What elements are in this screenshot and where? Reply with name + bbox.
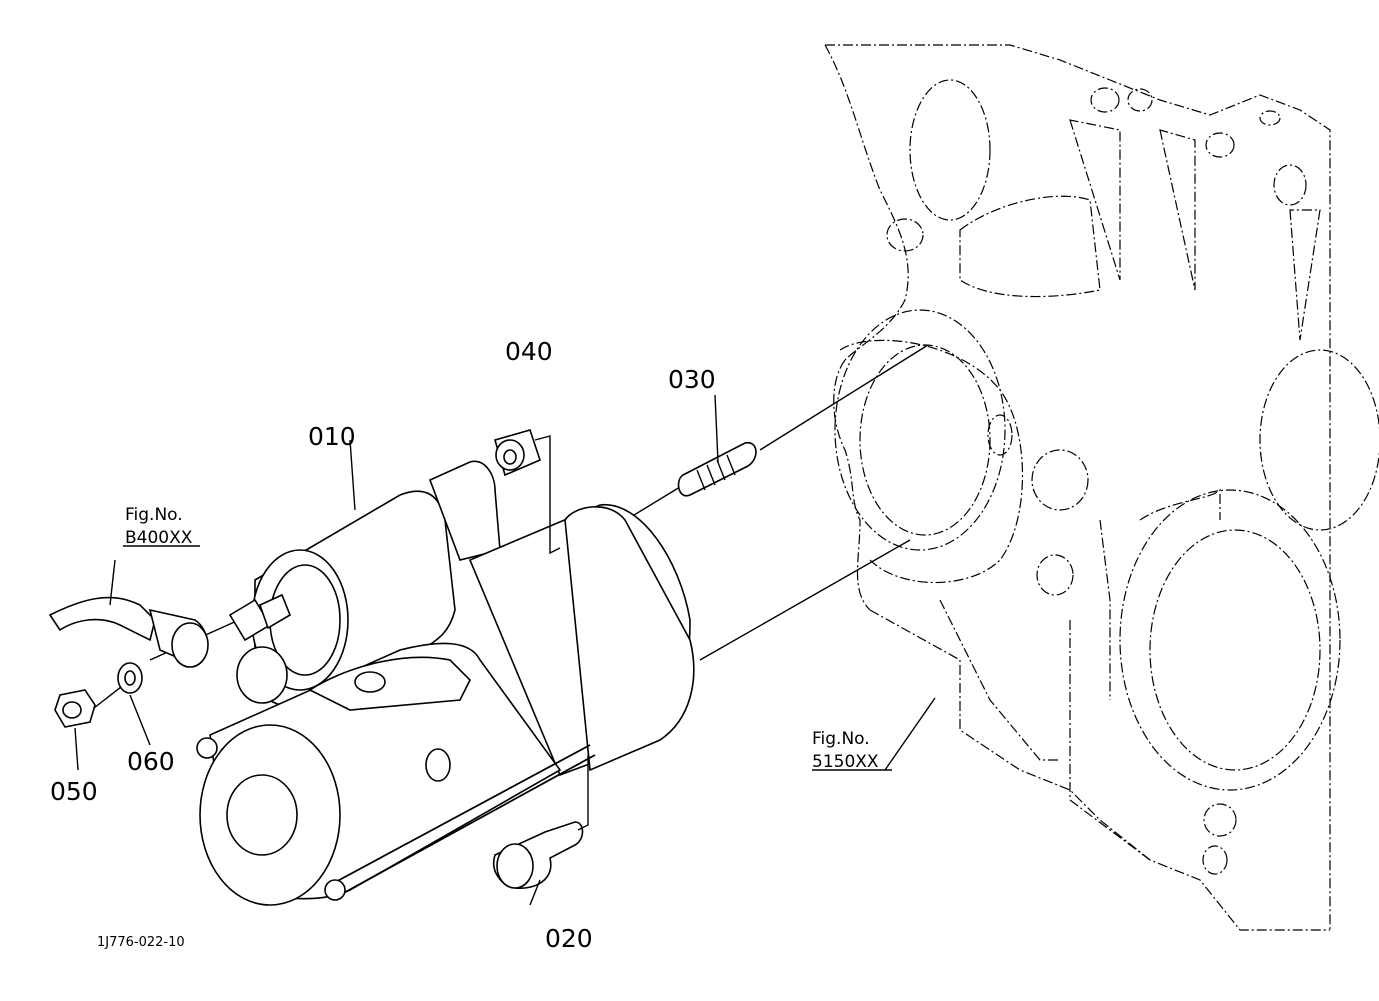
ref-5150-line2: 5150XX xyxy=(812,752,879,772)
part-label-050: 050 xyxy=(50,777,98,806)
bushing-040 xyxy=(494,429,561,555)
bolt-020 xyxy=(493,755,589,906)
nut-050 xyxy=(54,689,96,771)
engine-block-outline xyxy=(824,44,1379,931)
drawing-number: 1J776-022-10 xyxy=(97,935,185,950)
part-label-010: 010 xyxy=(308,422,356,451)
stud-030 xyxy=(677,394,757,497)
washer-060 xyxy=(117,662,151,746)
reference-leaders xyxy=(123,545,936,771)
alignment-lines xyxy=(84,344,929,716)
battery-cable xyxy=(48,559,209,668)
starter-motor xyxy=(196,439,695,906)
ref-5150-line1: Fig.No. xyxy=(812,729,870,749)
part-label-060: 060 xyxy=(127,747,175,776)
ref-b400-line2: B400XX xyxy=(125,528,193,548)
ref-b400-line1: Fig.No. xyxy=(125,505,183,525)
part-label-040: 040 xyxy=(505,337,553,366)
part-label-020: 020 xyxy=(545,924,593,953)
part-label-030: 030 xyxy=(668,365,716,394)
